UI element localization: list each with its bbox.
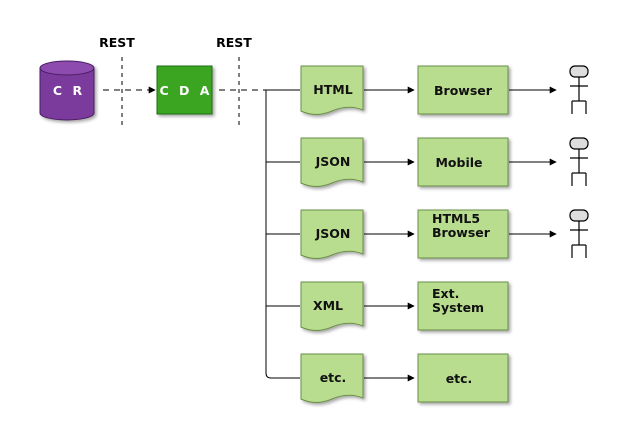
rest-label-1: REST xyxy=(99,35,135,50)
document-icon xyxy=(300,209,364,259)
target-label-ext-system: Ext. System xyxy=(432,286,484,315)
actor-stick-figure-icon xyxy=(569,65,589,114)
format-label-json-2: JSON xyxy=(315,226,351,241)
target-label-html5-browser: HTML5 Browser xyxy=(432,211,491,240)
format-label-xml: XML xyxy=(313,298,343,313)
document-icon xyxy=(300,281,364,331)
rest-label-2: REST xyxy=(216,35,252,50)
format-label-html: HTML xyxy=(313,82,352,97)
target-label-mobile: Mobile xyxy=(435,155,482,170)
target-label-etc: etc. xyxy=(446,371,473,386)
document-icon xyxy=(300,353,364,403)
cda-label: C D A xyxy=(160,83,213,98)
cr-label: C R xyxy=(53,83,85,98)
target-box-etc xyxy=(417,353,509,403)
target-box-mobile xyxy=(417,137,509,187)
target-label-browser: Browser xyxy=(434,83,493,98)
trunk-line xyxy=(265,90,300,379)
format-label-json-1: JSON xyxy=(315,154,351,169)
target-label-ext-line-1: Ext. xyxy=(432,286,459,301)
actor-stick-figure-icon xyxy=(569,209,589,258)
cylinder-database-icon xyxy=(39,60,95,121)
actor-stick-figure-icon xyxy=(569,137,589,186)
target-box-ext-system xyxy=(417,281,509,331)
cda-box xyxy=(156,65,213,115)
target-label-ext-line-2: System xyxy=(432,300,484,315)
target-box-browser xyxy=(417,65,509,115)
target-label-html5-line-2: Browser xyxy=(432,225,491,240)
format-label-etc: etc. xyxy=(320,370,347,385)
document-icon xyxy=(300,137,364,187)
target-label-html5-line-1: HTML5 xyxy=(432,211,480,226)
document-icon xyxy=(300,65,364,115)
target-box-html5-browser xyxy=(417,209,509,259)
